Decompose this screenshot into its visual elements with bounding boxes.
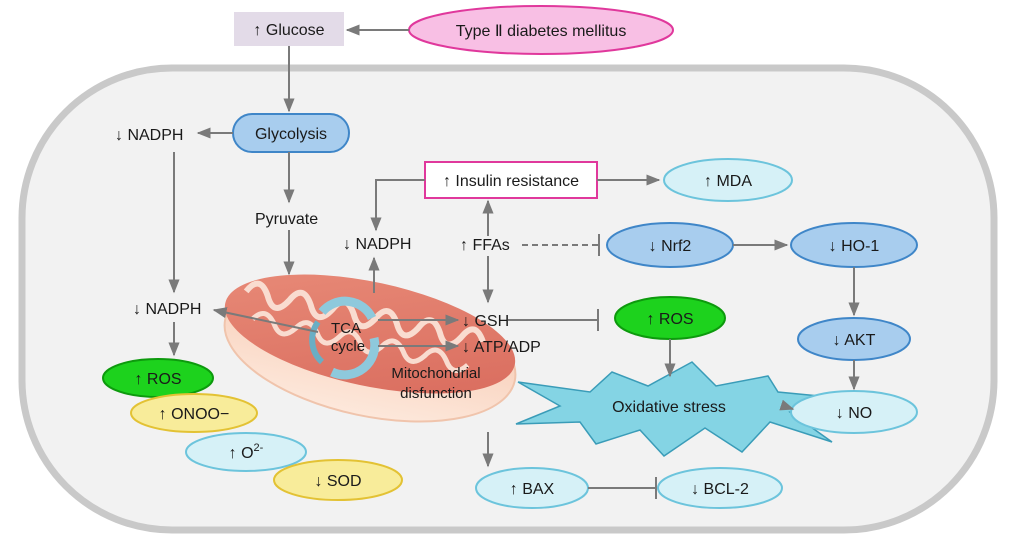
diabetes-label: Type Ⅱ diabetes mellitus — [456, 23, 627, 40]
insulin-resistance-box — [424, 161, 598, 199]
o2-node — [185, 432, 307, 472]
nadph-center: ↓ NADPH — [343, 236, 411, 253]
o2-superscript: 2- — [254, 442, 264, 454]
tca-label-line1: TCA — [331, 320, 361, 337]
tca-label-line2: cycle — [331, 338, 365, 355]
ffas-label: ↑ FFAs — [460, 237, 510, 254]
arrow-oxidative-to-no — [779, 399, 795, 411]
arrow-insulin-to-nadph — [370, 179, 425, 232]
sod-label: ↓ SOD — [314, 473, 361, 490]
nadph-left-top: ↓ NADPH — [115, 127, 183, 144]
nadph-left-mid: ↓ NADPH — [133, 301, 201, 318]
glucose-label: ↑ Glucose — [253, 22, 324, 39]
arrow-tca-to-nadph — [212, 307, 319, 333]
bax-label: ↑ BAX — [510, 481, 555, 498]
no-label: ↓ NO — [836, 405, 872, 422]
nrf2-label: ↓ Nrf2 — [649, 238, 692, 255]
pyruvate-label: Pyruvate — [255, 211, 318, 228]
insulin-resistance-label: ↑ Insulin resistance — [443, 173, 579, 190]
oxidative-stress-burst — [515, 361, 841, 457]
mda-label: ↑ MDA — [704, 173, 752, 190]
mito-dysfunction-line2: disfunction — [400, 385, 472, 402]
glucose-box — [234, 12, 344, 46]
akt-label: ↓ AKT — [833, 332, 876, 349]
ho1-label: ↓ HO-1 — [829, 238, 880, 255]
oxidative-stress-label: Oxidative stress — [612, 399, 726, 416]
mito-dysfunction-line1: Mitochondrial — [391, 365, 480, 382]
sod-node — [273, 459, 403, 501]
no-node — [790, 390, 918, 434]
mitochondrion — [223, 274, 517, 423]
gsh-label: ↓ GSH — [462, 313, 509, 330]
ros-left-label: ↑ ROS — [134, 371, 181, 388]
ros-center-label: ↑ ROS — [646, 311, 693, 328]
atp-adp-label: ↓ ATP/ADP — [462, 339, 541, 356]
o2-label: ↑ O2- — [229, 442, 264, 462]
onoo-node — [130, 393, 258, 433]
tca-cycle-icon — [309, 296, 380, 380]
onoo-label: ↑ ONOO− — [159, 406, 230, 423]
bcl2-label: ↓ BCL-2 — [691, 481, 749, 498]
glycolysis-label: Glycolysis — [255, 126, 327, 143]
bcl2-node — [657, 467, 783, 509]
connectors — [168, 24, 860, 499]
mda-node — [663, 158, 793, 202]
o2-base: ↑ O — [229, 445, 254, 462]
